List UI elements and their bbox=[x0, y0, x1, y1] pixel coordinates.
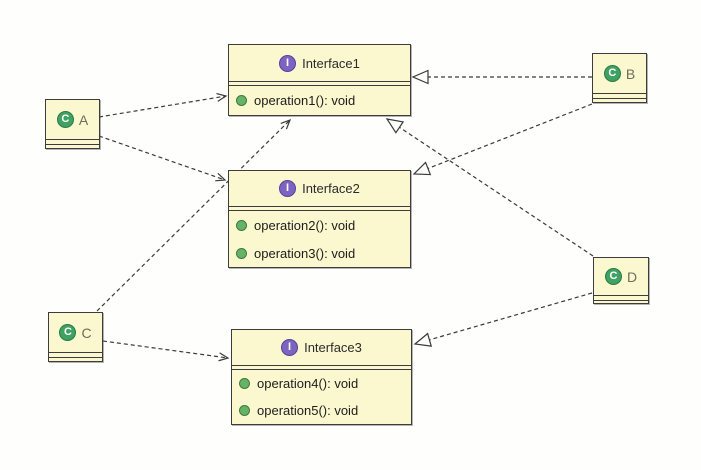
empty-fields-compartment bbox=[593, 94, 646, 99]
node-interface2[interactable]: I Interface2 operation2(): void operatio… bbox=[228, 170, 411, 268]
empty-fields-compartment bbox=[49, 353, 102, 358]
empty-methods-compartment bbox=[593, 99, 646, 103]
empty-fields-compartment bbox=[229, 82, 410, 86]
class-b-header: C B bbox=[593, 54, 646, 94]
interface3-name: Interface3 bbox=[304, 340, 362, 355]
public-method-icon bbox=[239, 378, 250, 389]
method-row[interactable]: operation5(): void bbox=[232, 397, 411, 424]
empty-fields-compartment bbox=[229, 207, 410, 211]
edge-c-dependency-interface3[interactable] bbox=[102, 340, 230, 362]
edge-a-dependency-interface2[interactable] bbox=[98, 135, 227, 182]
node-class-d[interactable]: C D bbox=[593, 257, 649, 304]
class-icon: C bbox=[604, 268, 622, 285]
edge-c-dependency-interface1[interactable] bbox=[96, 118, 292, 312]
node-class-c[interactable]: C C bbox=[48, 312, 103, 362]
interface1-header: I Interface1 bbox=[229, 45, 410, 82]
interface2-name: Interface2 bbox=[302, 181, 360, 196]
class-c-header: C C bbox=[49, 313, 102, 353]
class-icon: C bbox=[59, 324, 77, 341]
interface3-header: I Interface3 bbox=[232, 330, 411, 366]
method-row[interactable]: operation3(): void bbox=[229, 239, 410, 267]
public-method-icon bbox=[236, 247, 247, 259]
node-interface1[interactable]: I Interface1 operation1(): void bbox=[228, 44, 411, 116]
edge-d-realization-interface3[interactable] bbox=[413, 292, 593, 347]
method-row[interactable]: operation4(): void bbox=[232, 370, 411, 397]
class-icon: C bbox=[56, 111, 74, 128]
empty-methods-compartment bbox=[46, 145, 99, 149]
edge-a-dependency-interface1[interactable] bbox=[98, 92, 228, 118]
class-d-header: C D bbox=[594, 258, 648, 296]
method-label: operation4(): void bbox=[257, 376, 359, 391]
public-method-icon bbox=[236, 219, 247, 231]
empty-fields-compartment bbox=[594, 296, 648, 301]
edge-b-realization-interface2[interactable] bbox=[412, 103, 593, 176]
method-row[interactable]: operation2(): void bbox=[229, 211, 410, 239]
method-label: operation1(): void bbox=[254, 93, 356, 108]
edge-d-realization-interface1[interactable] bbox=[385, 118, 594, 257]
empty-fields-compartment bbox=[232, 366, 411, 370]
method-label: operation3(): void bbox=[254, 245, 356, 261]
interface1-name: Interface1 bbox=[302, 55, 360, 71]
node-class-a[interactable]: C A bbox=[45, 99, 100, 149]
class-a-header: C A bbox=[46, 100, 99, 140]
empty-methods-compartment bbox=[594, 301, 648, 305]
method-row[interactable]: operation1(): void bbox=[229, 86, 410, 115]
interface2-header: I Interface2 bbox=[229, 171, 410, 207]
public-method-icon bbox=[239, 405, 250, 416]
class-b-name: B bbox=[625, 65, 636, 82]
node-interface3[interactable]: I Interface3 operation4(): void operatio… bbox=[231, 329, 412, 425]
class-c-name: C bbox=[81, 324, 92, 341]
class-icon: C bbox=[603, 65, 621, 82]
interface-icon: I bbox=[279, 54, 297, 72]
interface-icon: I bbox=[279, 180, 297, 197]
method-label: operation5(): void bbox=[257, 403, 359, 418]
empty-methods-compartment bbox=[49, 358, 102, 362]
class-d-name: D bbox=[626, 268, 638, 285]
node-class-b[interactable]: C B bbox=[592, 53, 647, 103]
method-label: operation2(): void bbox=[254, 217, 356, 233]
interface-icon: I bbox=[281, 339, 299, 356]
class-a-name: A bbox=[78, 111, 89, 128]
empty-fields-compartment bbox=[46, 140, 99, 145]
public-method-icon bbox=[236, 95, 247, 106]
